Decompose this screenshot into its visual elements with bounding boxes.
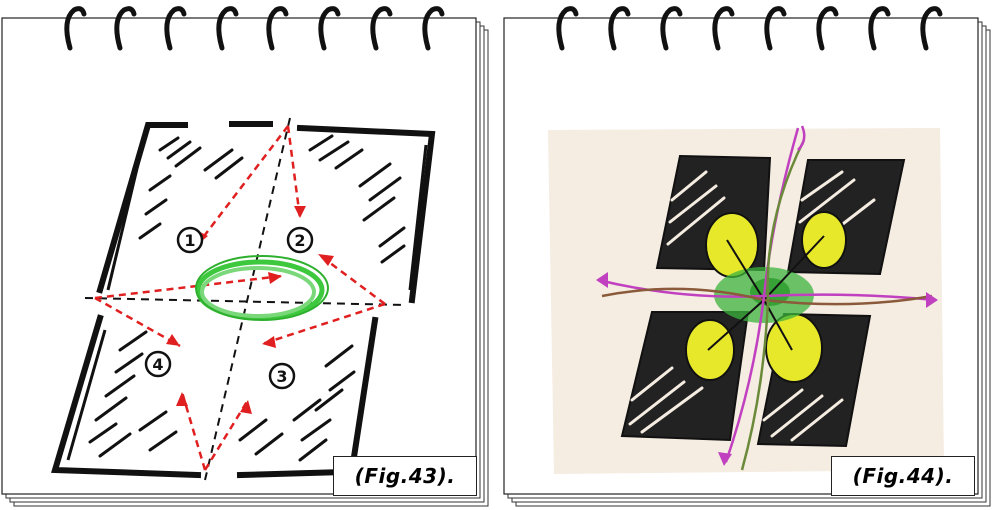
zone-label-4: 4	[152, 355, 163, 374]
zone-label-2: 2	[294, 231, 305, 250]
page-front	[2, 18, 476, 494]
figure-44-caption: (Fig.44).	[831, 456, 975, 496]
figure-44-card: (Fig.44).	[502, 0, 992, 510]
notebook-page-left: 1 2 3 4	[0, 0, 490, 510]
zone-label-1: 1	[184, 231, 195, 250]
figure-43-card: 1 2 3 4 (Fig.43).	[0, 0, 490, 510]
figure-43-caption: (Fig.43).	[333, 456, 477, 496]
zone-label-3: 3	[276, 367, 287, 386]
notebook-page-right	[502, 0, 992, 510]
